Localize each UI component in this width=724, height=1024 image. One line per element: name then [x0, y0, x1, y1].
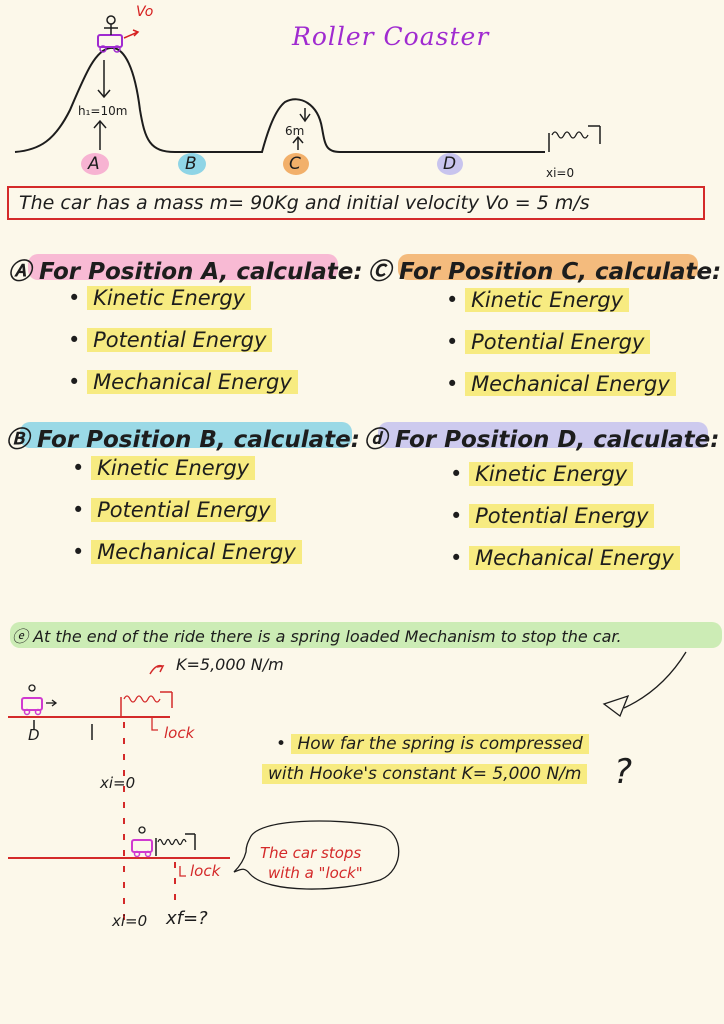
given-box: The car has a mass m= 90Kg and initial v… — [7, 186, 705, 220]
lock-label-2: lock — [190, 862, 221, 880]
section-d-heading: ⓓ For Position D, calculate: — [364, 420, 719, 454]
car-icon-e2 — [131, 826, 153, 858]
xf-label: xf=? — [166, 908, 208, 929]
point-b-label: B — [185, 154, 197, 174]
section-a-item-3: • Mechanical Energy — [68, 370, 298, 394]
section-a-item-1: • Kinetic Energy — [68, 286, 252, 310]
section-d-title: For Position D, calculate: — [395, 427, 720, 453]
xi-top-label: xi=0 — [546, 166, 575, 180]
spring-icon-e2 — [155, 833, 196, 856]
xi-label-2: xi=0 — [112, 912, 148, 930]
spring-icon-e1 — [120, 691, 173, 716]
section-c-heading: Ⓒ For Position C, calculate: — [368, 252, 721, 286]
section-d-marker: ⓓ — [364, 427, 387, 453]
car-icon-e1 — [21, 684, 58, 716]
section-b-heading: Ⓑ For Position B, calculate: — [6, 420, 360, 454]
section-d-item-1: • Kinetic Energy — [450, 462, 634, 486]
section-b-title: For Position B, calculate: — [37, 427, 360, 453]
initial-velocity-label: Vo — [136, 4, 154, 20]
section-b-item-1: • Kinetic Energy — [72, 456, 256, 480]
question-mark: ? — [614, 752, 633, 792]
part-e-marker: ⓔ — [12, 627, 29, 646]
point-d-e-label: D — [28, 726, 40, 744]
page-title: Roller Coaster — [292, 22, 490, 51]
section-c-item-3: • Mechanical Energy — [446, 372, 676, 396]
part-e-statement: ⓔ At the end of the ride there is a spri… — [12, 623, 622, 647]
point-a-label: A — [88, 154, 100, 174]
xi-label-1: xi=0 — [100, 774, 136, 792]
section-c-item-2: • Potential Energy — [446, 330, 651, 354]
section-d-item-2: • Potential Energy — [450, 504, 655, 528]
coaster-track — [14, 46, 545, 153]
section-a-marker: Ⓐ — [8, 259, 31, 285]
k-label: K=5,000 N/m — [176, 655, 284, 674]
car-icon-top — [97, 15, 140, 53]
bubble-line-1: The car stops — [260, 844, 362, 862]
section-b-item-3: • Mechanical Energy — [72, 540, 302, 564]
section-c-title: For Position C, calculate: — [399, 259, 722, 285]
speech-bubble — [233, 820, 400, 890]
section-d-item-3: • Mechanical Energy — [450, 546, 680, 570]
section-a-title: For Position A, calculate: — [39, 259, 363, 285]
bubble-line-2: with a "lock" — [268, 864, 363, 882]
point-c-label: C — [289, 154, 301, 174]
section-b-item-2: • Potential Energy — [72, 498, 277, 522]
height-c-label: 6m — [285, 124, 305, 138]
section-c-marker: Ⓒ — [368, 259, 391, 285]
spring-icon-top — [548, 125, 601, 152]
section-c-item-1: • Kinetic Energy — [446, 288, 630, 312]
part-e-text: At the end of the ride there is a spring… — [33, 627, 622, 646]
height-a-label: h₁=10m — [78, 104, 128, 118]
point-d-label: D — [443, 154, 457, 174]
section-a-item-2: • Potential Energy — [68, 328, 273, 352]
question-line-1: • How far the spring is compressed — [276, 734, 589, 754]
section-a-heading: Ⓐ For Position A, calculate: — [8, 252, 363, 286]
question-line-2: with Hooke's constant K= 5,000 N/m — [262, 764, 588, 784]
section-b-marker: Ⓑ — [6, 427, 29, 453]
lock-label-1: lock — [164, 724, 195, 742]
